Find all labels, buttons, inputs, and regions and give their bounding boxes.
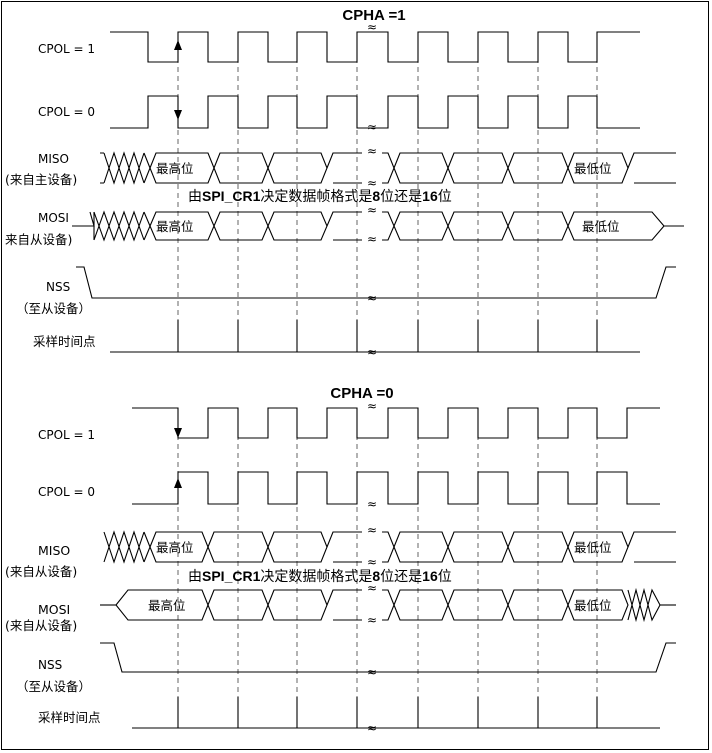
miso-label: MISO (38, 543, 70, 558)
cpol0-clock (110, 95, 640, 129)
nss-sublabel: （至从设备） (16, 679, 91, 694)
break-mark: ≈ (367, 497, 377, 511)
cpol1-label: CPOL = 1 (38, 42, 95, 56)
frame-format-note: 由SPI_CR1决定数据帧格式是8位还是16位 (188, 568, 452, 585)
sample-guides (177, 40, 598, 352)
sample-label: 采样时间点 (38, 710, 101, 725)
mosi-bus (72, 210, 684, 242)
break-mark: ≈ (367, 613, 377, 627)
sample-label: 采样时间点 (33, 334, 96, 349)
break-mark: ≈ (367, 523, 377, 537)
mosi-msb-label: 最高位 (148, 598, 186, 613)
cpol1-clock (132, 407, 660, 439)
cpol0-label: CPOL = 0 (38, 485, 95, 499)
panel-cpha1: CPHA =1 CPOL = 1 CPOL = 0 MISO (来自主设备) (5, 7, 684, 359)
break-mark: ≈ (367, 120, 377, 134)
mosi-sublabel: 来自从设备) (5, 232, 72, 247)
nss-signal (100, 642, 676, 673)
nss-label: NSS (46, 280, 70, 294)
panel-title: CPHA =1 (342, 7, 405, 24)
mosi-msb-label: 最高位 (156, 219, 194, 234)
mosi-bus (100, 587, 676, 623)
break-mark: ≈ (367, 20, 377, 34)
break-mark: ≈ (367, 144, 377, 158)
cpol0-clock (132, 471, 660, 505)
break-mark: ≈ (367, 555, 377, 569)
break-mark: ≈ (367, 665, 377, 679)
miso-label: MISO (38, 152, 69, 166)
miso-bus (103, 530, 676, 564)
miso-msb-label: 最高位 (156, 161, 194, 176)
miso-sublabel: (来自从设备) (5, 564, 77, 579)
cpol0-label: CPOL = 0 (38, 105, 95, 119)
break-mark: ≈ (367, 721, 377, 735)
break-mark: ≈ (367, 203, 377, 217)
miso-lsb-label: 最低位 (574, 540, 612, 555)
miso-msb-label: 最高位 (156, 540, 194, 555)
break-mark: ≈ (367, 399, 377, 413)
mosi-lsb-label: 最低位 (574, 598, 612, 613)
mosi-label: MOSI (38, 602, 70, 617)
mosi-sublabel: (来自从设备) (5, 618, 77, 633)
mosi-lsb-label: 最低位 (582, 219, 620, 234)
panel-title: CPHA =0 (330, 385, 393, 402)
nss-sublabel: （至从设备） (16, 301, 91, 316)
frame-format-note: 由SPI_CR1决定数据帧格式是8位还是16位 (188, 188, 452, 205)
rising-edge-arrow (174, 478, 182, 488)
mosi-label: MOSI (38, 211, 69, 225)
rising-edge-arrow (174, 40, 182, 50)
break-markers: ≈ ≈ ≈ ≈ ≈ ≈ ≈ ≈ (367, 20, 377, 359)
break-mark: ≈ (367, 345, 377, 359)
break-mark: ≈ (367, 291, 377, 305)
cpol1-label: CPOL = 1 (38, 428, 95, 442)
falling-edge-arrow (174, 110, 182, 120)
nss-label: NSS (38, 658, 62, 672)
break-mark: ≈ (367, 581, 377, 595)
sample-points (110, 320, 640, 353)
break-mark: ≈ (367, 176, 377, 190)
sample-points (132, 697, 660, 729)
miso-sublabel: (来自主设备) (5, 172, 77, 187)
break-mark: ≈ (367, 232, 377, 246)
miso-bus (100, 151, 676, 185)
cpol1-clock (110, 31, 640, 63)
falling-edge-arrow (174, 428, 182, 438)
miso-lsb-label: 最低位 (574, 161, 612, 176)
panel-cpha0: CPHA =0 CPOL = 1 CPOL = 0 MISO (来自从设备) (5, 385, 676, 735)
break-markers: ≈ ≈ ≈ ≈ ≈ ≈ ≈ ≈ (367, 399, 377, 735)
nss-signal (76, 266, 676, 299)
